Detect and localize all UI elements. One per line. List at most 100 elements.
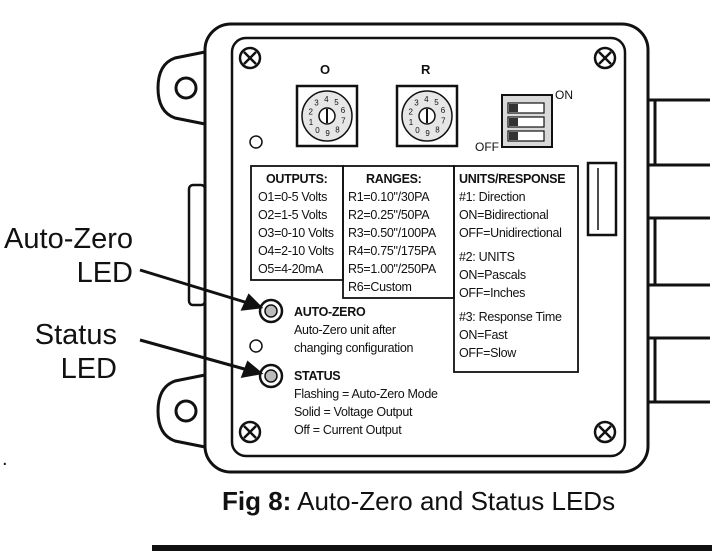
rotary-r-label: R [421,62,431,77]
ranges-item: R3=0.50"/100PA [348,226,436,240]
dip-slot-2 [507,116,545,128]
left-mounting-ears [156,50,207,449]
fitting-top [648,98,710,167]
outputs-item: O2=1-5 Volts [258,208,328,222]
dial-digit: 3 [314,99,319,108]
status-title: STATUS [294,369,341,383]
dial-digit: 4 [324,95,329,104]
status-description: STATUS Flashing = Auto-Zero Mode Solid =… [294,367,438,439]
status-callout-line-2: LED [60,353,117,385]
corner-screws [238,46,617,444]
dial-digit: 7 [441,117,446,126]
response-on: ON=Fast [459,328,508,342]
auto-zero-arrow-line [139,268,249,305]
left-ear-bottom-hole [174,399,198,423]
dial-digit: 0 [415,126,420,135]
auto-zero-led [258,298,284,324]
status-callout-line-1: Status [34,319,117,351]
auto-zero-description: AUTO-ZERO Auto-Zero unit after changing … [294,303,414,357]
dip-toggle-3 [509,132,518,140]
housing-inner [230,36,627,458]
right-tab [586,161,618,237]
rotary-r-body [395,84,459,148]
screw-bottom-right [593,420,617,444]
figure-caption: Fig 8: Auto-Zero and Status LEDs [222,486,615,517]
outputs-title: OUTPUTS: [266,172,328,186]
units-heading: #2: UNITS [459,250,515,264]
left-ear-bottom [156,373,206,449]
left-ear-top-hole [174,76,198,100]
ranges-item: R4=0.75"/175PA [348,244,436,258]
units-response-box [453,165,579,373]
screw-top-left [238,46,262,70]
units-response-section: UNITS/RESPONSE #1: Direction ON=Bidirect… [459,170,566,362]
dial-digit: 1 [309,118,314,127]
dial-digit: 3 [414,99,419,108]
hole-upper [249,135,263,149]
status-led [258,363,284,389]
dip-slot-3 [507,130,545,142]
units-response-title: UNITS/RESPONSE [459,172,566,186]
status-desc-line: Off = Current Output [294,423,402,437]
dip-switch [501,94,553,148]
ranges-title: RANGES: [366,172,422,186]
direction-heading: #1: Direction [459,190,526,204]
auto-zero-callout-line-1: Auto-Zero [4,223,133,255]
direction-on: ON=Bidirectional [459,208,549,222]
ranges-item: R6=Custom [348,280,412,294]
dial-digit: 5 [434,98,439,107]
response-off: OFF=Slow [459,346,516,360]
info-table [250,165,579,373]
outputs-item: O1=0-5 Volts [258,190,328,204]
ranges-item: R5=1.00"/250PA [348,262,436,276]
outputs-item: O4=2-10 Volts [258,244,334,258]
dial-digit: 9 [425,129,430,138]
ranges-section: RANGES: R1=0.10"/30PA R2=0.25"/50PA R3=0… [348,170,436,296]
figure-caption-text: Auto-Zero and Status LEDs [291,486,616,516]
dial-digit: 8 [435,125,440,134]
dial-digit: 1 [409,118,414,127]
dial-digit: 8 [335,125,340,134]
units-off: OFF=Inches [459,286,526,300]
direction-off: OFF=Unidirectional [459,226,562,240]
left-ear-top [156,50,206,126]
outputs-item: O5=4-20mA [258,262,324,276]
screw-top-right [593,46,617,70]
screw-bottom-left [238,420,262,444]
dial-digit: 7 [341,117,346,126]
auto-zero-desc-line: Auto-Zero unit after [294,323,396,337]
dial-digit: 4 [424,95,429,104]
status-desc-line: Flashing = Auto-Zero Mode [294,387,438,401]
outputs-item: O3=0-10 Volts [258,226,334,240]
leds [258,298,284,389]
dial-digit: 6 [341,106,346,115]
auto-zero-arrowhead [240,293,264,311]
fitting-bottom [648,336,710,404]
auto-zero-desc-line: changing configuration [294,341,414,355]
dip-off-label: OFF [475,140,499,154]
status-arrow-line [139,338,249,372]
rotary-o-label: O [320,62,331,77]
ranges-item: R1=0.10"/30PA [348,190,430,204]
dial-digit: 0 [315,126,320,135]
dip-toggle-2 [509,118,518,126]
dial-digit: 9 [325,129,330,138]
response-heading: #3: Response Time [459,310,562,324]
status-callout: Status LED [0,318,117,386]
hole-lower [249,339,263,353]
dial-digit: 5 [334,98,339,107]
outputs-section: OUTPUTS: O1=0-5 Volts O2=1-5 Volts O3=0-… [258,170,334,278]
dip-slot-1 [507,102,545,114]
dial-digit: 2 [308,107,313,116]
units-on: ON=Pascals [459,268,526,282]
auto-zero-callout: Auto-Zero LED [0,222,133,290]
dial-digit: 2 [408,107,413,116]
figure-caption-label: Fig 8: [222,486,292,516]
stray-mark: . [2,448,8,470]
left-side-bar [187,183,207,307]
